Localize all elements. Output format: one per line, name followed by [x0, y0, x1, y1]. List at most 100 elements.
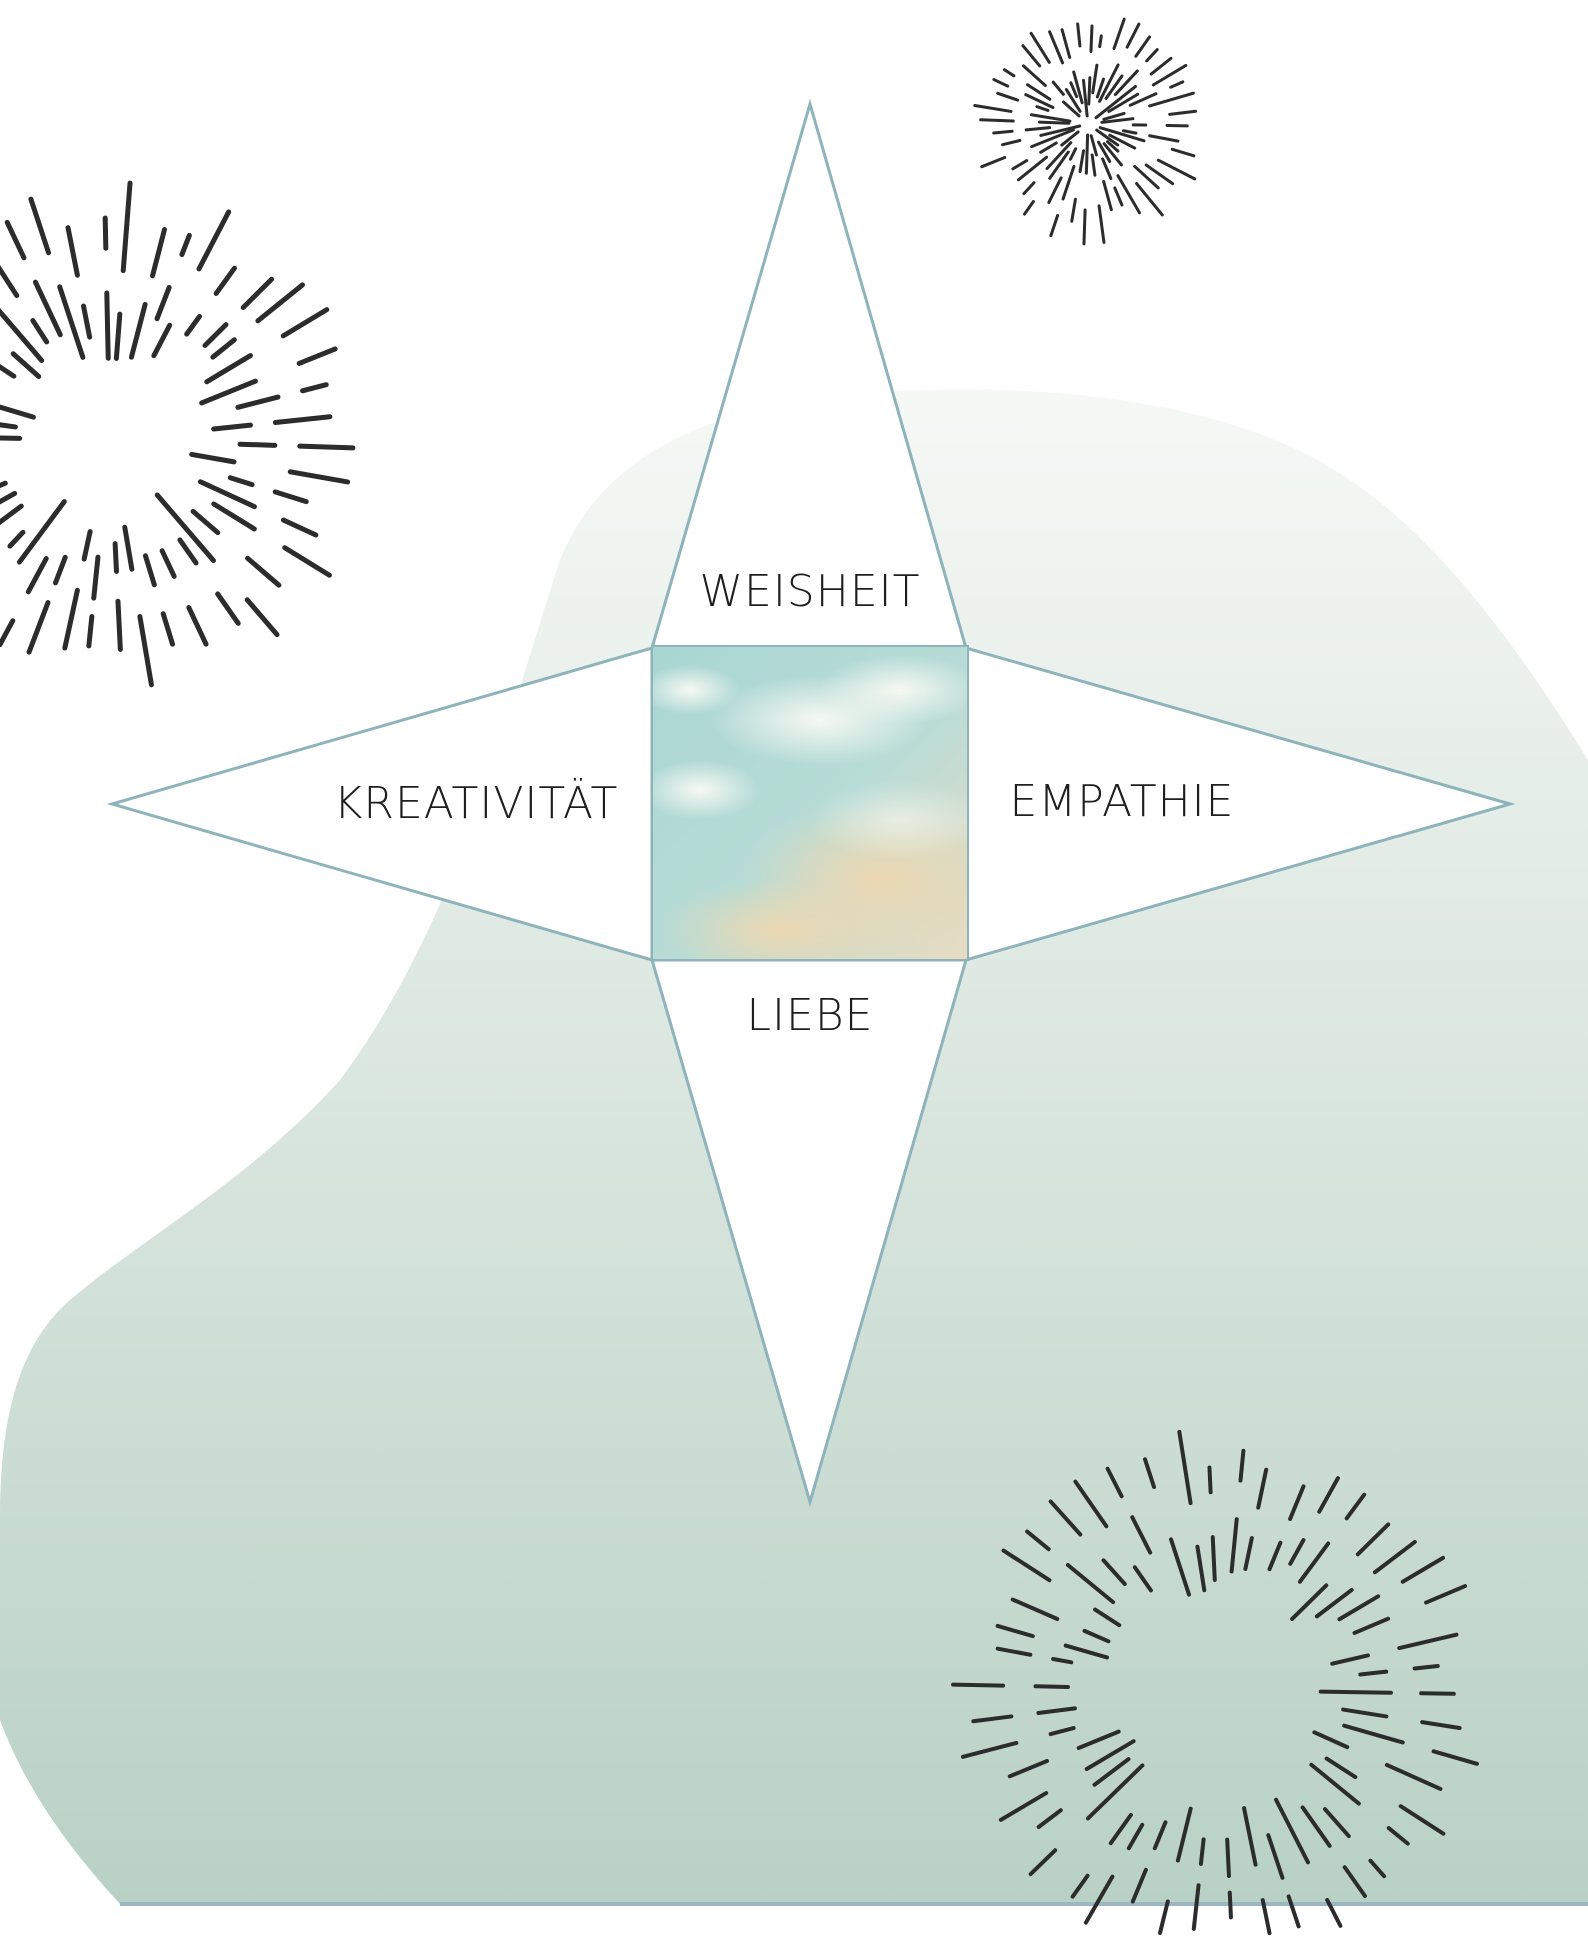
sunburst-ray	[1172, 149, 1194, 155]
sunburst-ray	[31, 199, 49, 253]
sunburst-ray	[214, 504, 255, 529]
sunburst-ray	[60, 287, 83, 358]
sunburst-ray	[1062, 30, 1070, 58]
sunburst-ray	[1070, 149, 1075, 159]
sunburst-ray	[123, 183, 130, 271]
sunburst-ray	[283, 520, 315, 535]
sunburst-ray	[1078, 24, 1080, 46]
sunburst-ray	[163, 614, 172, 644]
sunburst-ray	[118, 601, 120, 649]
sunburst-ray	[1170, 111, 1196, 114]
sunburst-ray	[105, 218, 106, 248]
sunburst-ray	[1083, 80, 1087, 116]
sunburst-ray	[205, 325, 226, 346]
sunburst-ray	[1089, 78, 1090, 104]
sunburst-ray	[303, 385, 327, 391]
sunburst-ray	[202, 381, 256, 403]
sunburst-ray	[1171, 82, 1183, 87]
sunburst-icon	[975, 19, 1196, 244]
sunburst-ray	[107, 293, 108, 358]
sunburst-ray	[1321, 1692, 1391, 1693]
sunburst-ray	[981, 120, 1014, 121]
sunburst-ray	[0, 506, 21, 528]
sunburst-ray	[1421, 1693, 1454, 1694]
sunburst-ray	[1209, 1467, 1210, 1492]
sunburst-ray	[0, 260, 17, 295]
sunburst-ray	[116, 314, 119, 358]
sunburst-ray	[247, 600, 277, 635]
sunburst-ray	[1115, 188, 1122, 205]
sunburst-ray	[275, 417, 329, 423]
sunburst-ray	[243, 279, 271, 307]
sunburst-ray	[240, 444, 275, 445]
sunburst-ray	[199, 212, 229, 269]
sunburst-ray	[1039, 122, 1069, 123]
sunburst-ray	[1063, 166, 1074, 199]
sunburst-ray	[89, 617, 92, 646]
sunburst-ray	[0, 308, 42, 360]
sunburst-ray	[0, 621, 13, 645]
sunburst-ray	[1201, 1839, 1204, 1864]
sunburst-ray	[283, 310, 327, 336]
sunburst-ray	[33, 321, 47, 342]
sunburst-ray	[125, 527, 132, 569]
sunburst-ray	[68, 228, 77, 276]
sunburst-ray	[285, 548, 330, 576]
sunburst-ray	[1104, 182, 1112, 210]
sunburst-ray	[994, 131, 1012, 133]
sunburst-ray	[94, 557, 98, 598]
sunburst-ray	[1415, 1666, 1438, 1669]
sunburst-ray	[1127, 24, 1139, 47]
sunburst-ray	[1080, 151, 1083, 172]
sunburst-ray	[1213, 1537, 1215, 1580]
sunburst-ray	[1050, 32, 1063, 63]
sunburst-ray	[189, 608, 206, 645]
sunburst-ray	[7, 222, 24, 258]
label-kreativitaet: KREATIVITÄT	[334, 777, 619, 829]
sunburst-ray	[187, 316, 200, 334]
sunburst-ray	[1051, 216, 1058, 236]
sunburst-ray	[1099, 206, 1104, 243]
sunburst-ray	[1053, 82, 1063, 94]
sunburst-ray	[299, 349, 335, 364]
label-liebe: LIEBE	[747, 990, 874, 1041]
sunburst-ray	[0, 420, 15, 427]
sunburst-ray	[1023, 46, 1040, 66]
sunburst-ray	[214, 425, 251, 429]
sunburst-ray	[1013, 161, 1027, 169]
sunburst-ray	[140, 617, 152, 685]
sunburst-ray	[84, 306, 90, 337]
sunburst-ray	[1086, 135, 1087, 173]
sunburst-ray	[1025, 202, 1034, 215]
sunburst-ray	[1004, 70, 1013, 76]
sunburst-ray	[1104, 113, 1124, 119]
sunburst-ray	[1100, 36, 1102, 47]
sunburst-ray	[1074, 72, 1082, 103]
sunburst-ray	[238, 397, 278, 407]
sunburst-ray	[1360, 1672, 1386, 1675]
sunburst-ray	[1072, 199, 1076, 221]
sunburst-ray	[1018, 157, 1046, 180]
sunburst-ray	[248, 558, 279, 585]
sunburst-ray	[157, 287, 169, 318]
sunburst-ray	[180, 540, 196, 563]
sunburst-ray	[65, 590, 78, 648]
sunburst-ray	[1227, 1840, 1229, 1876]
sunburst-ray	[216, 268, 234, 293]
sunburst-ray	[1023, 66, 1045, 86]
sunburst-ray	[975, 106, 1011, 112]
sunburst-ray	[145, 556, 154, 585]
sky-clouds-image	[640, 646, 1020, 980]
sunburst-ray	[1124, 131, 1136, 133]
sunburst-ray	[13, 354, 39, 377]
sunburst-ray	[1026, 95, 1053, 108]
sunburst-ray	[1036, 1686, 1068, 1687]
sunburst-ray	[1084, 210, 1085, 244]
sunburst-ray	[193, 511, 218, 532]
sunburst-ray	[200, 482, 254, 507]
label-empathie: EMPATHIE	[1010, 776, 1235, 827]
sunburst-ray	[258, 285, 303, 321]
sunburst-ray	[300, 446, 353, 448]
sunburst-ray	[994, 80, 1008, 87]
